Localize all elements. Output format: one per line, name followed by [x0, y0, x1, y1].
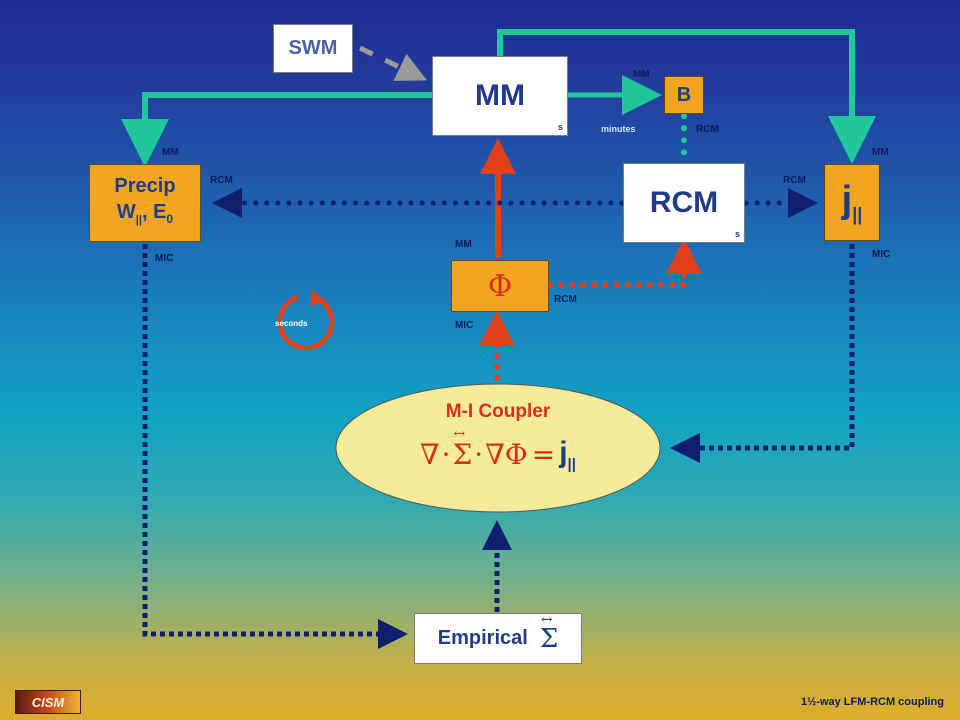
- label-rcm-phi: RCM: [554, 294, 577, 305]
- mm-sub: s: [557, 122, 563, 132]
- label-mm-b: MM: [633, 69, 650, 80]
- arrow-mm-to-j: [497, 29, 876, 164]
- phi-label: Φ: [487, 268, 513, 304]
- arrow-mm-to-precip: [121, 92, 432, 167]
- label-mic-j: MIC: [872, 249, 891, 260]
- label-rcm-b: RCM: [696, 124, 719, 135]
- coupler-ellipse: [335, 383, 661, 513]
- label-rcm-precip: RCM: [210, 175, 233, 186]
- rcm-box: RCM s: [623, 163, 745, 243]
- footer-caption: 1½-way LFM-RCM coupling: [801, 696, 944, 708]
- label-seconds: seconds: [275, 319, 308, 328]
- label-rcm-j: RCM: [783, 175, 806, 186]
- label-mm-j: MM: [872, 147, 889, 158]
- cism-logo: CISM: [15, 690, 81, 714]
- j-box: j||: [824, 164, 880, 241]
- arrow-phi-to-rcm: [547, 238, 702, 288]
- b-box: B: [664, 76, 704, 114]
- j-label: j||: [841, 179, 863, 225]
- label-minutes: minutes: [601, 124, 636, 134]
- coupler-equation: ∇ · Σ ↔ · ∇ Φ = j||: [420, 425, 576, 473]
- arrow-j-to-coupler: [670, 244, 855, 463]
- phi-box: Φ: [451, 260, 549, 312]
- b-label: B: [676, 83, 692, 106]
- arrow-swm-to-mm: [358, 45, 428, 81]
- mm-label: MM: [475, 79, 525, 112]
- seconds-cycle-icon: [277, 294, 335, 351]
- empirical-sigma: Σ ↔: [539, 611, 559, 654]
- label-mic-precip: MIC: [155, 253, 174, 264]
- mm-box: MM s: [432, 56, 568, 136]
- rcm-sub: s: [734, 229, 740, 239]
- swm-label: SWM: [288, 37, 338, 59]
- coupler-title: M-I Coupler: [445, 401, 551, 422]
- precip-line2: W||, E0: [116, 201, 174, 226]
- label-mm-precip: MM: [162, 147, 179, 158]
- label-mm-phi: MM: [455, 239, 472, 250]
- empirical-box: Empirical Σ ↔: [414, 611, 582, 664]
- empirical-label: Empirical: [437, 627, 528, 649]
- label-mic-phi: MIC: [455, 320, 474, 331]
- arrow-precip-to-empirical: [142, 244, 408, 649]
- precip-line1: Precip: [114, 175, 176, 197]
- rcm-label: RCM: [649, 186, 719, 219]
- precip-box: Precip W||, E0: [89, 164, 201, 242]
- swm-box: SWM: [273, 24, 353, 73]
